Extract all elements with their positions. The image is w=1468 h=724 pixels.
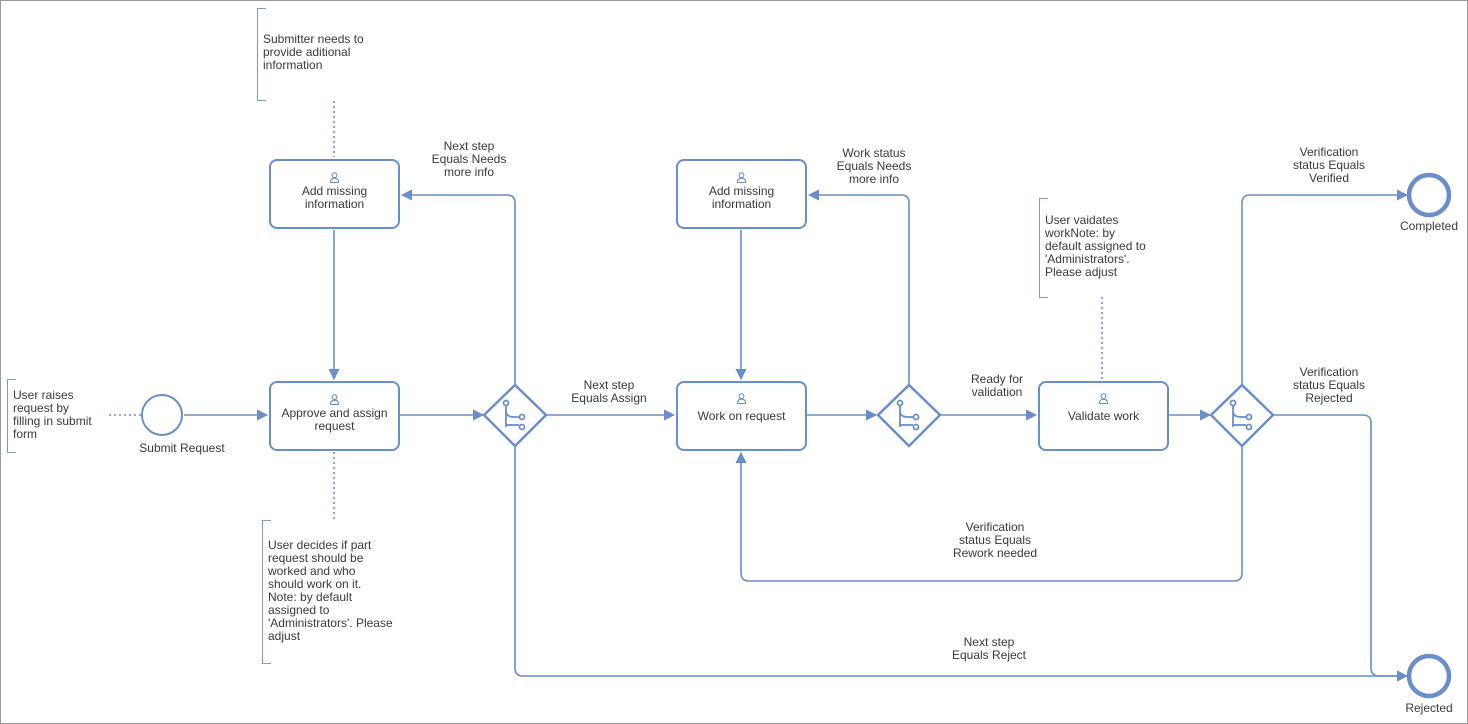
end-event-completed[interactable] — [1406, 172, 1452, 218]
annotation-bracket — [257, 8, 266, 101]
flow-gateway-to-rejected[interactable] — [514, 446, 1409, 682]
user-icon — [1098, 393, 1109, 404]
flow-gateway3-to-rejected[interactable] — [1273, 414, 1409, 682]
condition-label-work-needs-info: Work status Equals Needs more info — [836, 146, 912, 186]
condition-label-ready-for-validation: Ready for validation — [970, 372, 1024, 399]
flow-gateway3-to-completed[interactable] — [1241, 189, 1409, 385]
branch-icon — [896, 399, 920, 431]
task-add-missing-information-1[interactable]: Add missing information — [269, 159, 400, 229]
task-work-on-request[interactable]: Work on request — [676, 381, 807, 451]
branch-icon — [1229, 399, 1253, 431]
task-approve-and-assign-request[interactable]: Approve and assign request — [269, 381, 400, 451]
gateway-approve-decision[interactable] — [482, 383, 548, 448]
flow-gateway2-to-add-missing[interactable] — [807, 189, 910, 385]
note-user-raises-request: User raises request by filling in submit… — [13, 388, 92, 441]
annotation-bracket — [262, 520, 271, 664]
condition-label-equals-reject: Next step Equals Reject — [951, 635, 1027, 662]
condition-label-equals-assign: Next step Equals Assign — [571, 378, 647, 405]
end-event-rejected[interactable] — [1406, 653, 1452, 699]
annotation-bracket — [1039, 198, 1048, 298]
rejected-event-label: Rejected — [1405, 701, 1453, 715]
user-icon — [736, 171, 747, 183]
task-label: Add missing information — [301, 183, 368, 211]
task-label: Add missing information — [708, 183, 775, 211]
note-user-decides: User decides if part request should be w… — [268, 538, 393, 643]
user-icon — [329, 393, 340, 405]
user-icon — [329, 171, 340, 183]
task-add-missing-information-2[interactable]: Add missing information — [676, 159, 807, 229]
condition-label-rework: Verification status Equals Rework needed — [952, 520, 1038, 560]
note-submitter-needs-info: Submitter needs to provide aditional inf… — [263, 32, 364, 72]
note-user-validates: User vaidates workNote: by default assig… — [1045, 213, 1146, 279]
task-label: Approve and assign request — [281, 405, 388, 433]
start-event[interactable] — [141, 394, 183, 436]
condition-label-verified: Verification status Equals Verified — [1292, 145, 1366, 185]
task-validate-work[interactable]: Validate work — [1038, 381, 1169, 451]
condition-label-needs-more-info: Next step Equals Needs more info — [431, 139, 507, 179]
user-icon — [736, 393, 747, 404]
task-label: Validate work — [1067, 409, 1140, 423]
branch-icon — [502, 399, 526, 431]
task-label: Work on request — [697, 409, 786, 423]
gateway-work-decision[interactable] — [876, 383, 942, 448]
condition-label-rejected: Verification status Equals Rejected — [1292, 365, 1366, 405]
gateway-verification-decision[interactable] — [1209, 383, 1275, 448]
annotation-bracket — [7, 379, 16, 453]
start-event-label: Submit Request — [139, 441, 225, 455]
completed-event-label: Completed — [1399, 219, 1459, 233]
flow-gateway-to-add-missing[interactable] — [400, 189, 516, 385]
flow-gateway3-to-work-rework[interactable] — [735, 446, 1243, 582]
